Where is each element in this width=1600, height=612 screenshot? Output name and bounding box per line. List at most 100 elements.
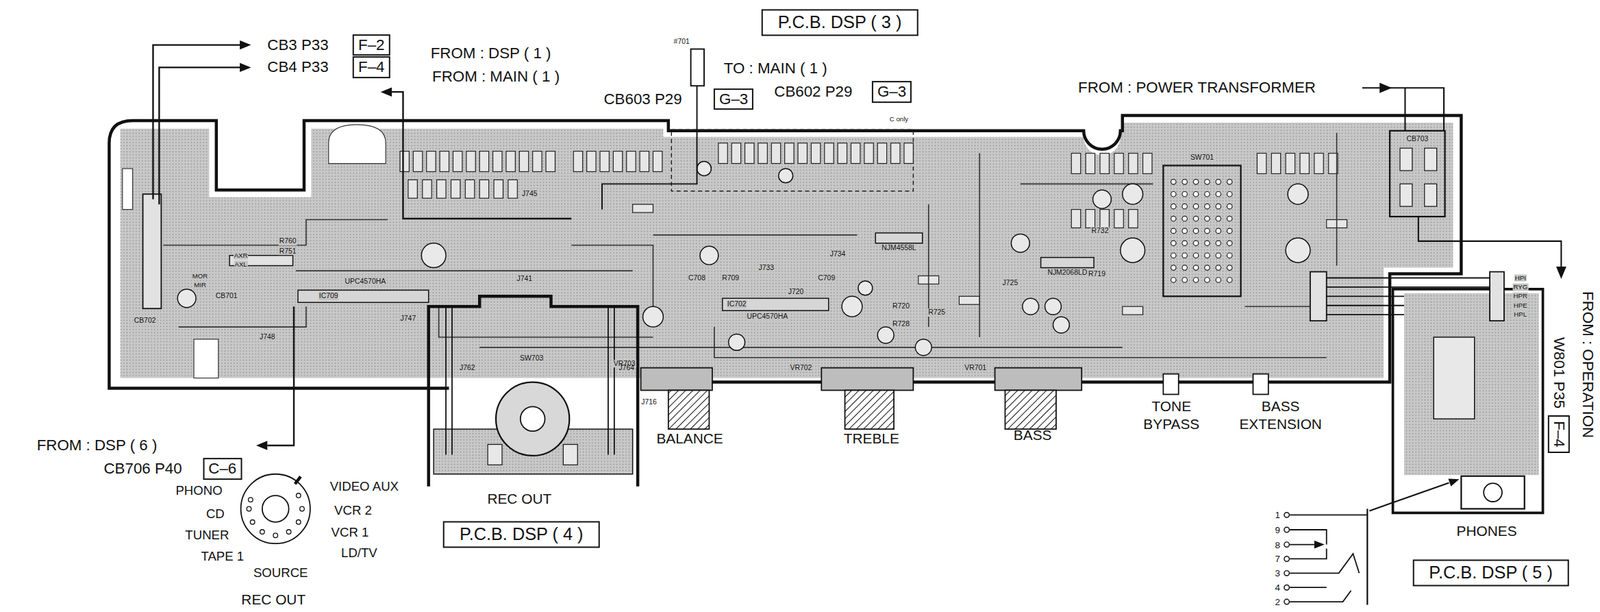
part-label: R719 [1087, 269, 1107, 279]
capacitor-symbol [1120, 237, 1146, 263]
resistor-symbol [632, 204, 654, 213]
part-label: NJM4558L [880, 243, 917, 253]
pin-terminal [1284, 598, 1290, 604]
board-cutout [122, 168, 133, 210]
annotation-label: TUNER [184, 528, 229, 543]
box-text: P.C.B. DSP ( 3 ) [778, 12, 903, 33]
solder-pad [1171, 265, 1177, 270]
capacitor-symbol [841, 295, 863, 317]
solder-pad [1215, 228, 1221, 233]
capacitor-symbol [1122, 183, 1144, 205]
art-group [108, 40, 1566, 605]
solder-pad [1182, 179, 1187, 185]
rotary-switch [495, 382, 570, 456]
jack-sleeve [1366, 508, 1368, 605]
ic-symbol [722, 297, 829, 311]
dial-position [246, 506, 252, 511]
solder-pad [1182, 191, 1187, 197]
pin-terminal [1284, 570, 1290, 576]
solder-pad [1226, 277, 1232, 283]
solder-pad [1215, 179, 1221, 185]
resistor-symbol [797, 143, 807, 164]
arrow-head [239, 63, 251, 72]
option-area [671, 129, 914, 191]
capacitor-symbol [421, 243, 446, 268]
pcb-trace [652, 234, 857, 236]
potentiometer [821, 367, 914, 391]
solder-pad [1193, 277, 1198, 283]
solder-pad [1226, 203, 1232, 209]
annotation-label: TONE BYPASS [1139, 397, 1205, 433]
pin-line [1289, 513, 1368, 516]
wire [391, 91, 572, 219]
part-label: C709 [817, 273, 836, 283]
resistor-symbol [479, 151, 489, 172]
capacitor-symbol [1285, 237, 1311, 263]
board-cb703 [1389, 130, 1445, 217]
resistor-symbol [1114, 153, 1124, 174]
connector-701 [691, 49, 705, 87]
switch-lug [487, 444, 503, 466]
wire [1418, 216, 1562, 268]
terminal [1400, 183, 1413, 207]
dial-position [260, 529, 266, 535]
part-label: SW701 [1189, 153, 1215, 162]
annotation-label: CB4 P33 [267, 58, 329, 77]
annotation-label: FROM : MAIN ( 1 ) [432, 67, 560, 85]
cable [607, 306, 609, 455]
resistor-symbol [493, 151, 503, 172]
annotation-label: REC OUT [486, 490, 552, 507]
pin-number: 2 [1274, 596, 1280, 607]
pcb-trace [571, 245, 653, 307]
grid-reference-box: C–6 [202, 457, 242, 480]
board-cutout [328, 124, 386, 164]
wire [602, 85, 698, 209]
resistor-symbol [958, 295, 980, 305]
part-label: J748 [258, 332, 277, 342]
solder-pad [1226, 265, 1232, 270]
part-label: HPE [1513, 301, 1529, 309]
annotation-label: VCR 1 [331, 524, 370, 540]
ic-symbol [1041, 257, 1094, 268]
arrow-head [1447, 478, 1459, 486]
resistor-symbol [422, 179, 432, 198]
solder-pad [1226, 240, 1232, 246]
pin-terminal [1284, 526, 1290, 532]
solder-pad [1215, 265, 1221, 270]
resistor-symbol [1085, 209, 1095, 229]
resistor-symbol [1143, 153, 1153, 174]
solder-pad [1226, 228, 1232, 233]
leader-arrow [1369, 482, 1449, 511]
pin-line [1289, 548, 1327, 559]
solder-pad [1204, 191, 1210, 197]
grid-reference-box: G–3 [713, 88, 754, 111]
annotation-label: SW703 [519, 354, 544, 363]
grid-reference-box: F–4 [1548, 415, 1571, 453]
pin-line [1289, 529, 1327, 545]
annotation-label: C only [889, 115, 909, 124]
annotation-label: FROM : POWER TRANSFORMER [1078, 79, 1316, 97]
capacitor-symbol [1045, 297, 1062, 315]
cable [1326, 277, 1490, 279]
resistor-symbol [1300, 153, 1309, 174]
part-label: CB703 [1405, 134, 1429, 144]
pcb-trace [479, 346, 1123, 348]
wire [158, 67, 241, 205]
arrow-head [380, 86, 392, 96]
cable [445, 306, 447, 455]
pin-number: 3 [1274, 567, 1280, 579]
pin-number: 9 [1274, 523, 1280, 535]
solder-pad [1193, 252, 1198, 258]
annotation-label: SOURCE [253, 565, 309, 581]
solder-pad [1171, 203, 1177, 209]
part-label: IC702 [726, 300, 748, 309]
part-label: CB702 [133, 316, 157, 325]
solder-pad [1193, 240, 1198, 246]
switch-shaft [520, 406, 546, 431]
resistor-symbol [824, 143, 834, 164]
resistor-symbol [519, 151, 529, 172]
cable [451, 306, 453, 455]
solder-pad [1171, 228, 1177, 233]
box-text: P.C.B. DSP ( 5 ) [1428, 563, 1553, 583]
pin-line [1289, 553, 1359, 573]
